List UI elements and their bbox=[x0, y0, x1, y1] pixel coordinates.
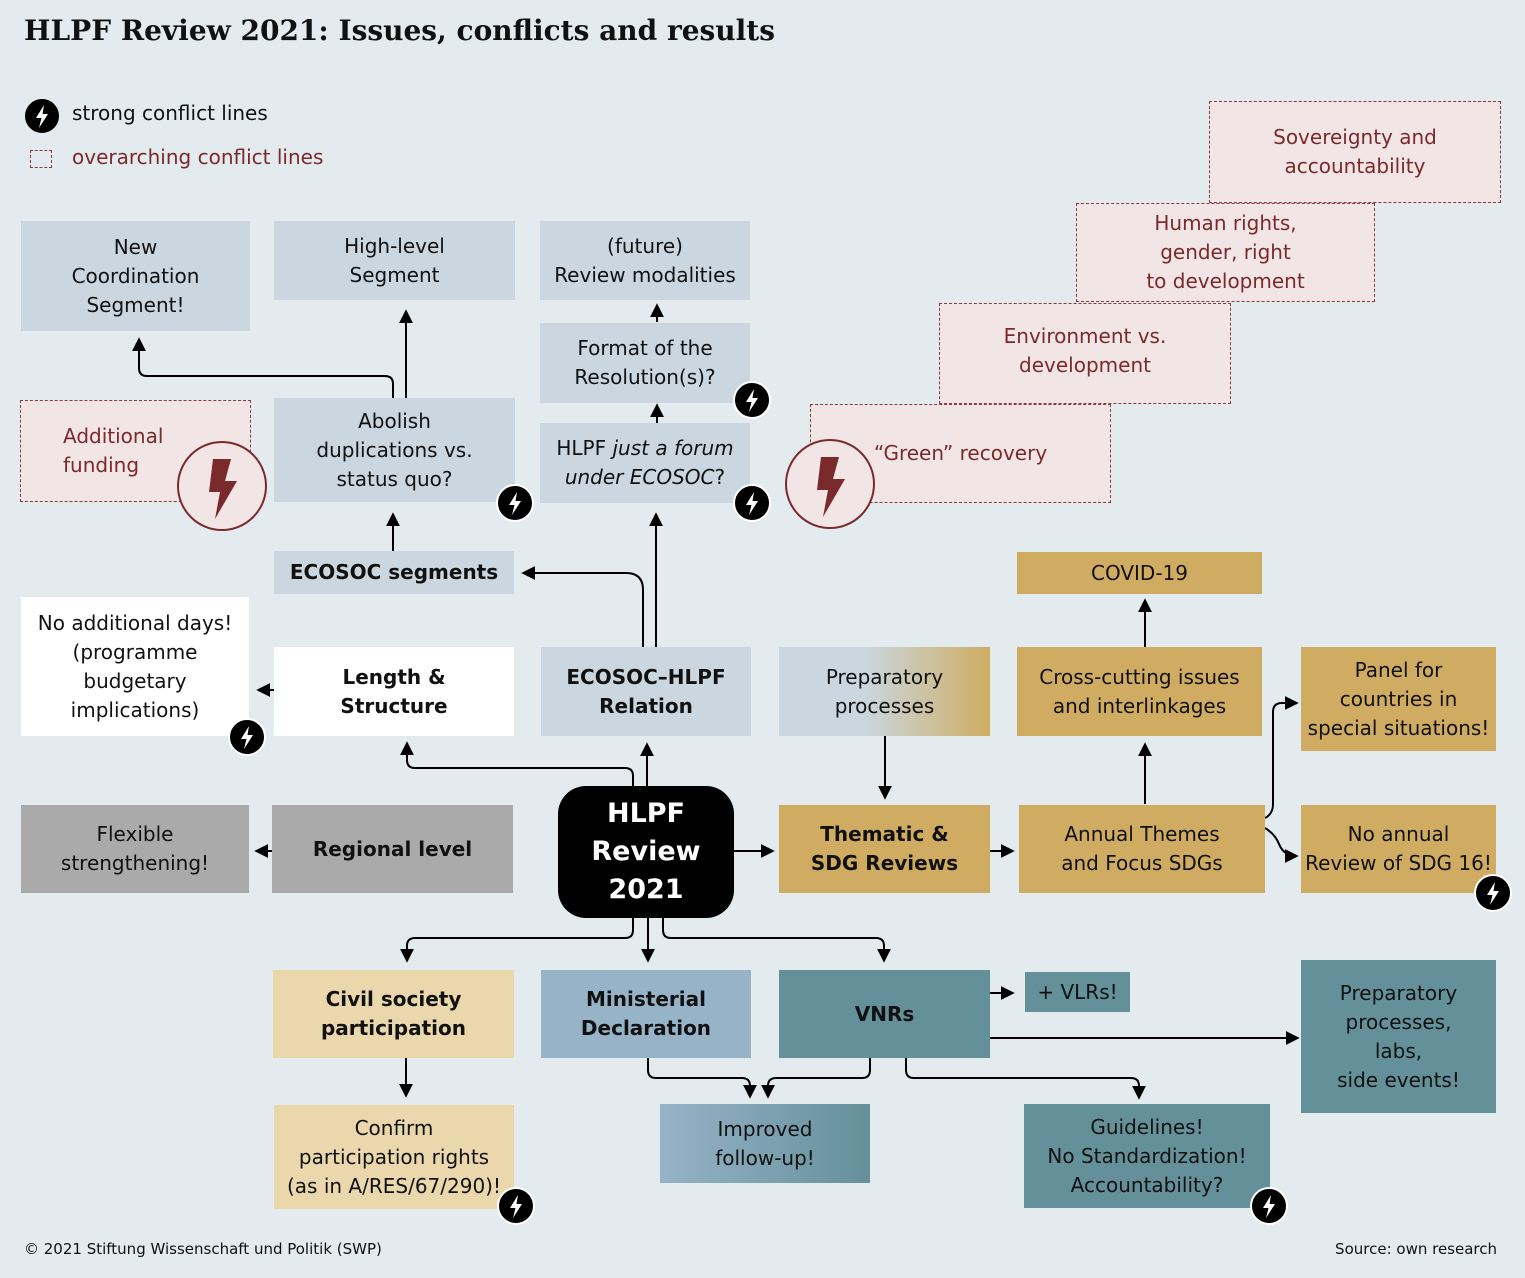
legend-overarching-label: overarching conflict lines bbox=[72, 145, 324, 169]
arrow-abolish-to-newcoord bbox=[132, 337, 394, 398]
node-new-coordination: New Coordination Segment! bbox=[21, 221, 250, 331]
node-flexible: Flexible strengthening! bbox=[21, 805, 249, 893]
node-forum: HLPF just a forum under ECOSOC? bbox=[540, 423, 750, 503]
node-prep-labs: Preparatory processes, labs, side events… bbox=[1301, 960, 1496, 1113]
node-ecosoc-hlpf: ECOSOC–HLPF Relation bbox=[541, 647, 751, 736]
node-vnrs: VNRs bbox=[779, 970, 990, 1058]
node-hlpf-review: HLPF Review 2021 bbox=[558, 786, 734, 918]
node-no-additional-days: No additional days! (programme budgetary… bbox=[21, 597, 249, 736]
forum-text-italic: under ECOSOC bbox=[564, 465, 715, 489]
node-future-review: (future) Review modalities bbox=[540, 221, 750, 300]
arrow-relation-to-segments bbox=[521, 566, 644, 648]
lightning-bolt-icon bbox=[1474, 874, 1512, 912]
arrow-ministerial-to-improved bbox=[647, 1058, 757, 1099]
forum-text-plain: HLPF bbox=[556, 436, 613, 460]
page-title: HLPF Review 2021: Issues, conflicts and … bbox=[24, 14, 775, 47]
arrow-annual-to-noannual bbox=[1264, 827, 1299, 863]
node-sovereignty: Sovereignty and accountability bbox=[1209, 101, 1501, 203]
lightning-bolt-icon bbox=[496, 484, 534, 522]
node-length-structure: Length & Structure bbox=[274, 647, 514, 736]
node-civil-society: Civil society participation bbox=[273, 970, 514, 1058]
arrow-center-to-civil bbox=[400, 918, 634, 963]
legend-strong-label: strong conflict lines bbox=[72, 101, 268, 125]
dashed-square-icon bbox=[30, 150, 52, 168]
lightning-bolt-icon bbox=[228, 718, 266, 756]
node-covid: COVID-19 bbox=[1017, 552, 1262, 594]
node-confirm: Confirm participation rights (as in A/RE… bbox=[274, 1105, 514, 1209]
node-format-resolution: Format of the Resolution(s)? bbox=[540, 323, 750, 403]
node-ecosoc-segments: ECOSOC segments bbox=[274, 551, 514, 594]
node-improved: Improved follow-up! bbox=[660, 1104, 870, 1183]
lightning-bolt-icon bbox=[733, 381, 771, 419]
node-annual: Annual Themes and Focus SDGs bbox=[1019, 805, 1265, 893]
node-panel: Panel for countries in special situation… bbox=[1301, 647, 1496, 751]
node-no-annual: No annual Review of SDG 16! bbox=[1301, 805, 1496, 893]
large-lightning-bolt-icon bbox=[785, 439, 875, 529]
arrow-vnrs-to-improved bbox=[761, 1058, 871, 1099]
arrow-vnrs-to-guidelines bbox=[905, 1058, 1146, 1100]
lightning-bolt-icon bbox=[497, 1187, 535, 1225]
node-forum-text: HLPF just a forum under ECOSOC? bbox=[556, 434, 733, 492]
node-environment: Environment vs. development bbox=[939, 303, 1231, 404]
node-guidelines: Guidelines! No Standardization! Accounta… bbox=[1024, 1104, 1270, 1208]
node-preparatory: Preparatory processes bbox=[779, 647, 990, 736]
arrow-center-to-vnrs bbox=[662, 918, 891, 963]
lightning-bolt-icon bbox=[733, 484, 771, 522]
node-high-level: High-level Segment bbox=[274, 221, 515, 300]
lightning-bolt-icon bbox=[1250, 1187, 1288, 1225]
node-vlrs: + VLRs! bbox=[1025, 972, 1130, 1012]
node-thematic: Thematic & SDG Reviews bbox=[779, 805, 990, 893]
footer-copyright: © 2021 Stiftung Wissenschaft und Politik… bbox=[24, 1240, 382, 1258]
large-lightning-bolt-icon bbox=[177, 441, 267, 531]
lightning-bolt-icon bbox=[23, 97, 61, 135]
node-cross-cutting: Cross-cutting issues and interlinkages bbox=[1017, 647, 1262, 736]
forum-text-italic: just a forum bbox=[612, 436, 734, 460]
node-ministerial: Ministerial Declaration bbox=[541, 970, 751, 1058]
node-regional: Regional level bbox=[272, 805, 513, 893]
node-abolish: Abolish duplications vs. status quo? bbox=[274, 398, 515, 502]
node-human-rights: Human rights, gender, right to developme… bbox=[1076, 203, 1375, 302]
arrow-center-to-length bbox=[400, 741, 634, 786]
forum-text-question: ? bbox=[714, 465, 726, 489]
footer-source: Source: own research bbox=[1335, 1240, 1497, 1258]
arrow-annual-to-panel bbox=[1264, 696, 1299, 819]
